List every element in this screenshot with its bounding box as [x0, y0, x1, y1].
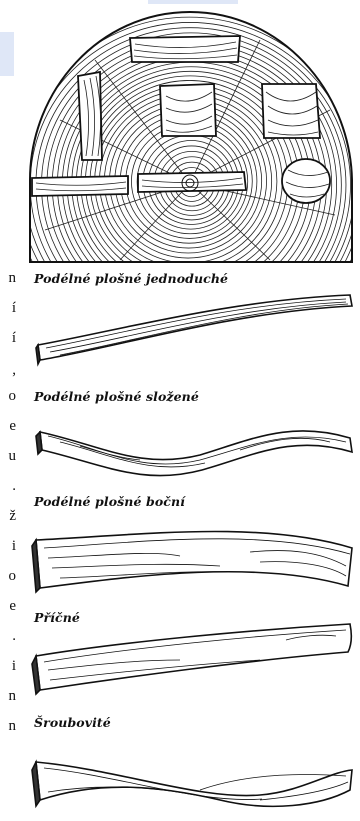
board-twist: [32, 762, 352, 806]
caption-twist: Šroubovité: [34, 715, 111, 730]
board-cup: [32, 624, 351, 694]
caption-crook: Podélné plošné boční: [34, 494, 185, 509]
board-bow-simple: [36, 295, 352, 364]
caption-bow-simple: Podélné plošné jednoduché: [34, 271, 228, 286]
board-bow-compound: [36, 431, 352, 476]
caption-bow-compound: Podélné plošné složené: [34, 389, 199, 404]
caption-cup: Příčné: [34, 610, 80, 625]
board-crook: [32, 531, 352, 592]
